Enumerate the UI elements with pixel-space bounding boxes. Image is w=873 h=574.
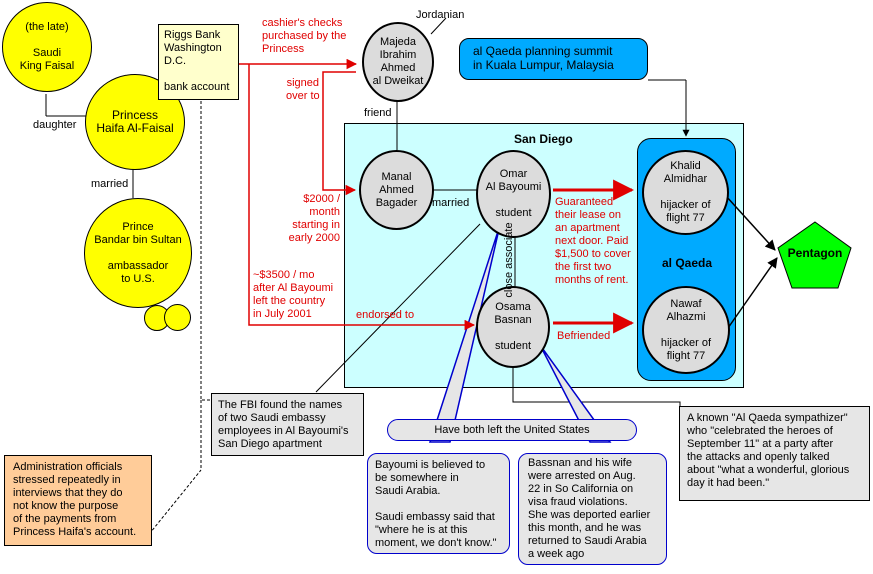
basnan-callout: Bassnan and his wife were arrested on Au… bbox=[518, 453, 667, 565]
san-diego-label: San Diego bbox=[514, 132, 573, 146]
bayoumi-callout: Bayoumi is believed to be somewhere in S… bbox=[367, 453, 510, 554]
monthly-2000-label: $2000 / month starting in early 2000 bbox=[288, 193, 340, 244]
riggs-bank-box: Riggs Bank Washington D.C. bank account bbox=[158, 24, 239, 100]
signed-over-label: signed over to bbox=[286, 77, 320, 102]
al-qaeda-label: al Qaeda bbox=[662, 256, 713, 270]
married-label-bandar: married bbox=[91, 178, 129, 190]
married-label-bayoumi: married bbox=[432, 197, 470, 209]
small-circle-right bbox=[164, 304, 191, 331]
sympathizer-note: A known "Al Qaeda sympathizer" who "cele… bbox=[679, 406, 870, 501]
administration-note: Administration officials stressed repeat… bbox=[4, 455, 152, 546]
kuala-lumpur-summit-box: al Qaeda planning summit in Kuala Lumpur… bbox=[459, 38, 648, 80]
befriended-label: Befriended bbox=[557, 330, 611, 342]
pentagon-shape bbox=[777, 221, 852, 289]
pentagon-label: Pentagon bbox=[787, 246, 843, 260]
cashiers-checks-label: cashier's checks purchased by the Prince… bbox=[262, 17, 347, 55]
jordanian-label: Jordanian bbox=[416, 9, 465, 21]
left-united-states-banner: Have both left the United States bbox=[387, 419, 637, 441]
friend-label: friend bbox=[364, 107, 392, 119]
daughter-label: daughter bbox=[33, 119, 77, 131]
close-associate-label: close associate bbox=[503, 222, 515, 298]
lease-guarantee-label: Guaranteed their lease on an apartment n… bbox=[555, 196, 631, 286]
endorsed-label: endorsed to bbox=[356, 309, 415, 321]
fbi-note: The FBI found the names of two Saudi emb… bbox=[211, 393, 364, 456]
monthly-3500-label: ~$3500 / mo after Al Bayoumi left the co… bbox=[253, 269, 334, 320]
